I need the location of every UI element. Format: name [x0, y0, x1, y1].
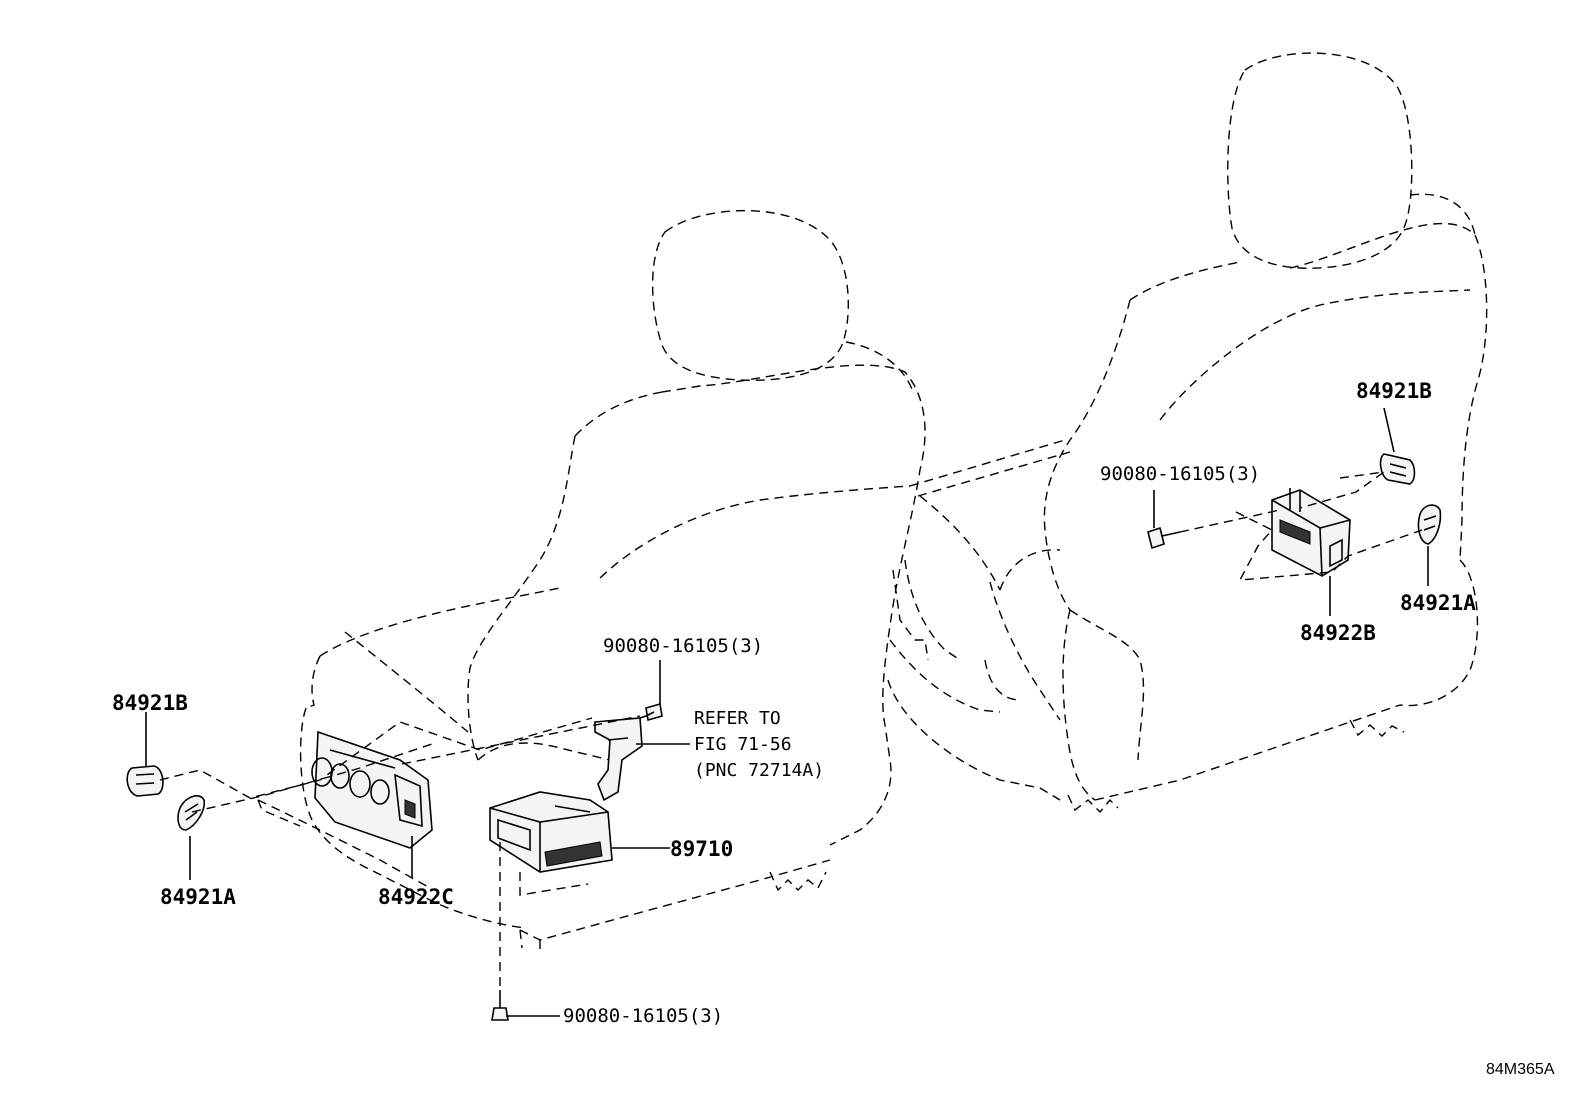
left-lower-bolt — [491, 990, 509, 1021]
left-seat-bracket — [594, 717, 643, 802]
label-left-bolt-lower: 90080-16105(3) — [563, 1005, 723, 1027]
right-seat-switch-assembly — [1271, 488, 1351, 577]
label-refer-line3: (PNC 72714A) — [694, 760, 824, 781]
label-left-bolt-upper: 90080-16105(3) — [603, 635, 763, 657]
label-left-89710: 89710 — [670, 837, 733, 861]
right-seat-outline — [984, 52, 1488, 814]
label-right-84921a: 84921A — [1400, 591, 1476, 615]
label-right-bolt: 90080-16105(3) — [1100, 463, 1260, 485]
part-labels: 84921B 84921A 84922C 89710 90080-16105(3… — [112, 379, 1555, 1078]
right-knob-84921a — [1417, 504, 1442, 545]
left-seat-ecu-89710 — [489, 791, 613, 873]
assembly-guide-lines — [159, 471, 1423, 990]
center-console-outline — [887, 439, 1071, 801]
label-left-84921a: 84921A — [160, 885, 236, 909]
right-knob-84921b — [1379, 453, 1416, 485]
left-upper-bolt — [639, 702, 663, 722]
label-refer-line1: REFER TO — [694, 708, 781, 729]
left-knob-84921b — [126, 765, 164, 797]
right-bolt — [1147, 526, 1181, 550]
diagram-id: 84M365A — [1486, 1061, 1555, 1078]
label-right-84922b: 84922B — [1300, 621, 1376, 645]
label-left-84921b: 84921B — [112, 691, 188, 715]
label-right-84921b: 84921B — [1356, 379, 1432, 403]
leader-lines — [145, 407, 1429, 1017]
label-left-84922c: 84922C — [378, 885, 454, 909]
left-knob-84921a — [177, 795, 206, 831]
left-seat-outline — [257, 209, 926, 950]
label-refer-line2: FIG 71-56 — [694, 734, 792, 755]
